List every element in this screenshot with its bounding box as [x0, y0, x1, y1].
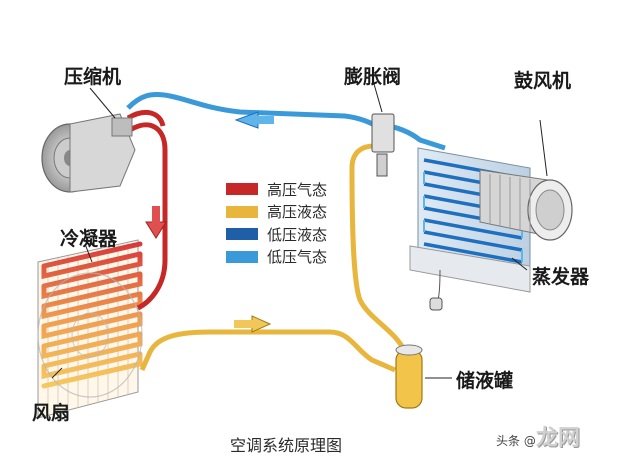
sensor-probe — [429, 269, 443, 311]
label-fan: 风扇 — [32, 402, 71, 424]
compressor — [41, 113, 136, 193]
label-compressor: 压缩机 — [64, 66, 122, 88]
label-evaporator: 蒸发器 — [532, 266, 590, 288]
legend-item: 高压气态 — [226, 178, 327, 201]
legend-swatch — [226, 228, 258, 241]
legend-label: 低压液态 — [267, 225, 328, 244]
label-condenser: 冷凝器 — [60, 228, 118, 250]
legend-swatch — [226, 183, 258, 196]
diagram-caption: 空调系统原理图 — [230, 436, 343, 455]
legend-item: 低压气态 — [226, 246, 327, 269]
legend-label: 低压气态 — [267, 248, 328, 267]
label-receiver-drier: 储液罐 — [456, 370, 514, 392]
watermark-brand: 龙网 — [536, 426, 581, 451]
legend-label: 高压气态 — [267, 180, 328, 199]
legend-item: 高压液态 — [226, 201, 327, 224]
legend-swatch — [226, 250, 258, 263]
pipe-high-pressure-liquid — [139, 329, 396, 373]
leader-lines — [51, 87, 528, 379]
condenser — [37, 239, 143, 419]
blower — [479, 119, 573, 241]
legend-label: 高压液态 — [267, 203, 328, 222]
legend-swatch — [226, 205, 258, 218]
watermark-source: 头条 @ — [496, 434, 536, 448]
expansion-valve — [371, 83, 395, 177]
legend: 高压气态 高压液态 低压液态 低压气态 — [226, 178, 327, 268]
receiver-drier — [395, 344, 452, 409]
label-expansion-valve: 膨胀阀 — [344, 66, 402, 88]
label-blower: 鼓风机 — [514, 70, 572, 92]
legend-item: 低压液态 — [226, 223, 327, 246]
pipe-high-pressure-gas — [128, 122, 168, 311]
pipe-low-pressure-gas — [126, 92, 382, 131]
